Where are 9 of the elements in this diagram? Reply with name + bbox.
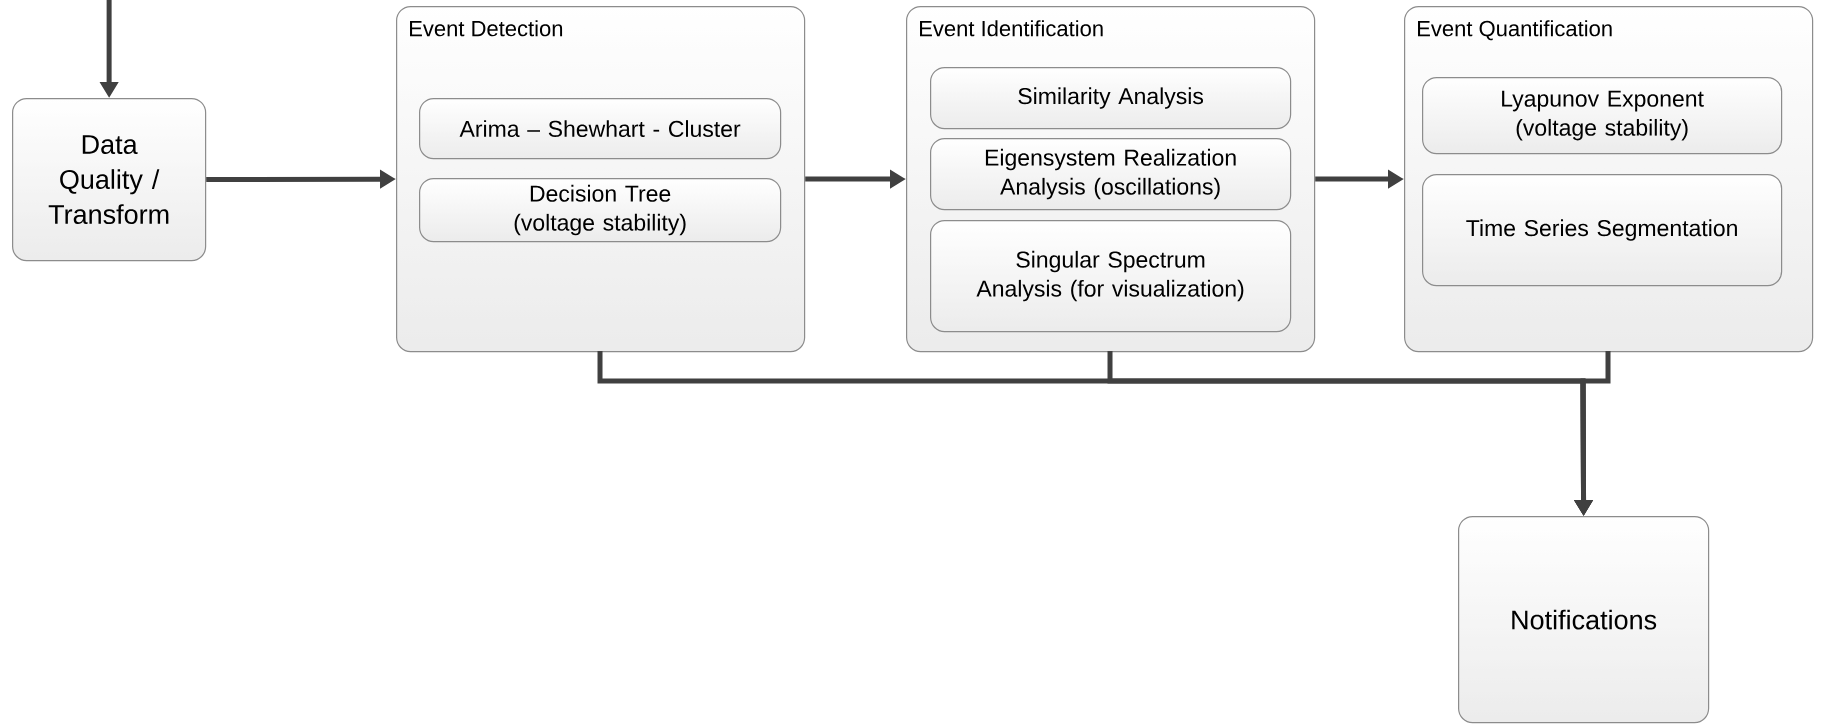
process-box: Data Quality / Transform [12,98,207,262]
process-box: Notifications [1458,516,1710,724]
process-box: Similarity Analysis [930,67,1292,130]
process-box: Decision Tree (voltage stability) [419,178,782,243]
process-box: Lyapunov Exponent (voltage stability) [1422,77,1783,155]
process-box: Singular Spectrum Analysis (for visualization) [930,220,1292,333]
process-box: Arima – Shewhart - Cluster [419,98,782,160]
process-box: Eigensystem Realization Analysis (oscillations) [930,138,1292,211]
process-box: Time Series Segmentation [1422,174,1783,287]
